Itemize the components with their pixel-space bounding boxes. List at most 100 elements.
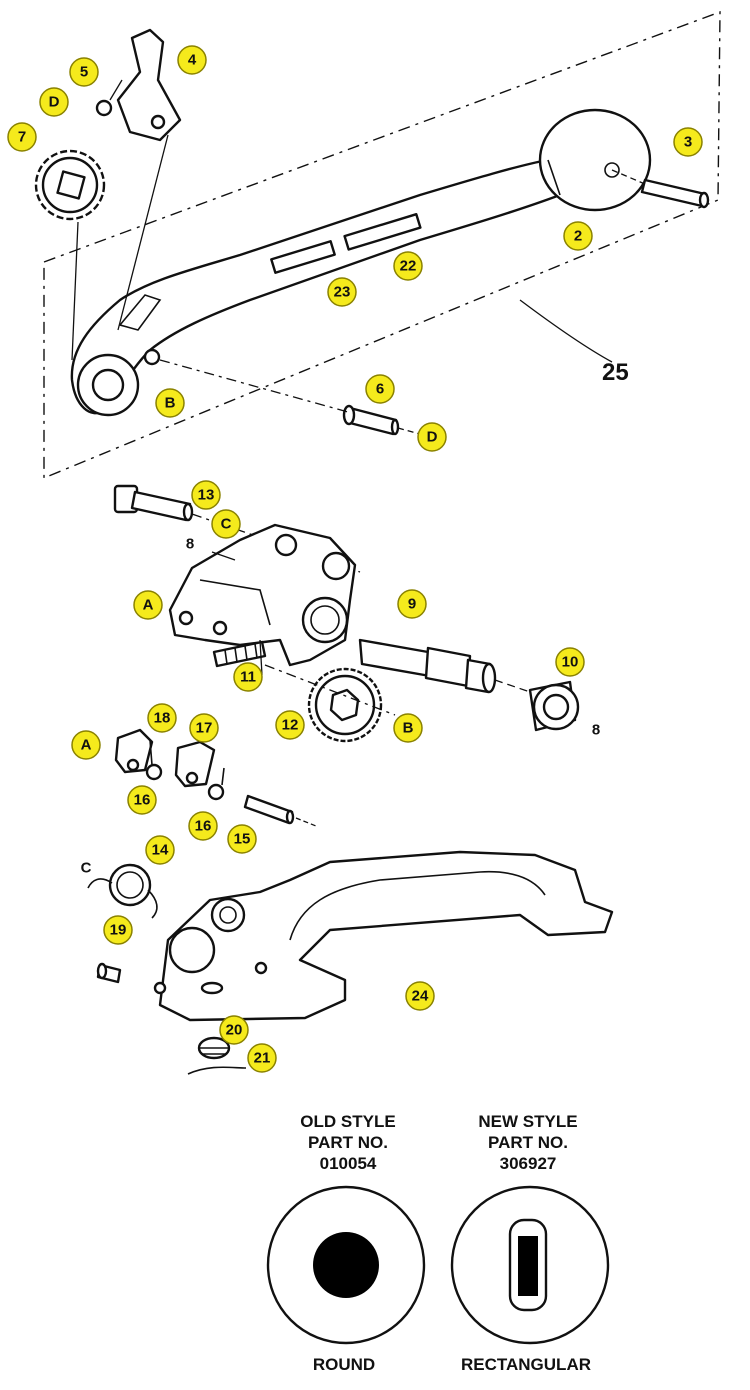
callout-15: 15 — [227, 824, 257, 854]
svg-text:7: 7 — [18, 129, 26, 146]
callout-23: 23 — [327, 277, 357, 307]
pin-5 — [95, 79, 123, 117]
callout-d-top: D — [39, 87, 69, 117]
callout-18: 18 — [147, 703, 177, 733]
plain-refs: 8 8 C — [81, 536, 601, 877]
callout-24: 24 — [405, 981, 435, 1011]
spring-14 — [87, 863, 158, 919]
round-hole-icon — [313, 1232, 379, 1298]
callout-22: 22 — [393, 251, 423, 281]
pawl-4 — [116, 28, 182, 331]
new-style-column: NEW STYLE PART NO. 306927 RECTANGULAR — [450, 1112, 610, 1374]
callout-d-mid: D — [417, 422, 447, 452]
svg-text:24: 24 — [412, 988, 429, 1005]
svg-text:9: 9 — [408, 596, 416, 613]
nut-20 — [197, 1036, 231, 1060]
svg-text:B: B — [165, 395, 176, 412]
knob-12 — [259, 639, 396, 743]
svg-text:23: 23 — [334, 284, 351, 301]
callout-7: 7 — [7, 122, 37, 152]
svg-text:C: C — [221, 516, 232, 533]
svg-text:D: D — [427, 429, 438, 446]
new-style-part-no: 306927 — [500, 1154, 557, 1173]
new-style-shape-label: RECTANGULAR — [461, 1355, 591, 1374]
svg-text:18: 18 — [154, 710, 171, 727]
handle-lever — [70, 108, 652, 417]
callout-16b: 16 — [188, 811, 218, 841]
callout-5: 5 — [69, 57, 99, 87]
old-style-shape-label: ROUND — [313, 1355, 375, 1374]
callout-6: 6 — [365, 374, 395, 404]
svg-text:3: 3 — [684, 134, 692, 151]
callout-9: 9 — [397, 589, 427, 619]
svg-text:17: 17 — [196, 720, 213, 737]
callout-a-mid: A — [133, 590, 163, 620]
new-style-line1: NEW STYLE — [478, 1112, 577, 1131]
housing-8 — [168, 523, 357, 667]
spring-16b — [207, 767, 225, 801]
ref-8-housing: 8 — [186, 536, 194, 553]
callout-21: 21 — [247, 1043, 277, 1073]
svg-text:11: 11 — [240, 669, 256, 686]
svg-text:13: 13 — [198, 487, 215, 504]
svg-text:21: 21 — [254, 1050, 271, 1067]
pawl-18 — [114, 728, 154, 774]
svg-text:22: 22 — [400, 258, 417, 275]
svg-text:2: 2 — [574, 228, 582, 245]
old-style-line1: OLD STYLE — [300, 1112, 395, 1131]
old-style-part-no: 010054 — [320, 1154, 377, 1173]
callout-10: 10 — [555, 647, 585, 677]
assembly-25-label: 25 — [602, 359, 629, 386]
ref-8-bushing: 8 — [592, 722, 600, 739]
svg-text:B: B — [403, 720, 414, 737]
bushing-10 — [528, 680, 580, 732]
svg-text:10: 10 — [562, 654, 579, 671]
svg-text:5: 5 — [80, 64, 88, 81]
callout-13: 13 — [191, 480, 221, 510]
svg-text:14: 14 — [152, 842, 169, 859]
callout-c: C — [211, 509, 241, 539]
callout-20: 20 — [219, 1015, 249, 1045]
new-style-line2: PART NO. — [488, 1133, 568, 1152]
svg-text:16: 16 — [134, 792, 151, 809]
base-24 — [153, 850, 614, 1022]
callout-14: 14 — [145, 835, 175, 865]
style-legend: OLD STYLE PART NO. 010054 ROUND NEW STYL… — [266, 1112, 610, 1374]
svg-text:15: 15 — [234, 831, 251, 848]
callouts: 5 4 D 7 3 2 22 23 B 6 D 13 C A 9 11 10 1… — [7, 45, 703, 1073]
old-style-line2: PART NO. — [308, 1133, 388, 1152]
pin-3 — [611, 169, 710, 209]
callout-b-mid: B — [393, 713, 423, 743]
callout-a-lower: A — [71, 730, 101, 760]
callout-16a: 16 — [127, 785, 157, 815]
callout-17: 17 — [189, 713, 219, 743]
callout-b-top: B — [155, 388, 185, 418]
old-style-column: OLD STYLE PART NO. 010054 ROUND — [266, 1112, 426, 1374]
spring-16a — [145, 739, 163, 781]
callout-2: 2 — [563, 221, 593, 251]
pawl-17 — [174, 740, 216, 788]
svg-text:20: 20 — [226, 1022, 243, 1039]
callout-3: 3 — [673, 127, 703, 157]
pin-19 — [96, 962, 122, 984]
svg-text:16: 16 — [195, 818, 212, 835]
washer-21 — [187, 1066, 247, 1075]
gear-7 — [34, 149, 106, 361]
callout-19: 19 — [103, 915, 133, 945]
ref-c-spring: C — [81, 860, 92, 877]
svg-text:19: 19 — [110, 922, 127, 939]
rectangular-hole-icon — [518, 1236, 538, 1296]
svg-text:6: 6 — [376, 381, 384, 398]
svg-text:D: D — [49, 94, 60, 111]
callout-11: 11 — [233, 662, 263, 692]
screw-11 — [212, 640, 267, 668]
svg-text:A: A — [143, 597, 154, 614]
svg-text:12: 12 — [282, 717, 299, 734]
callout-4: 4 — [177, 45, 207, 75]
svg-text:A: A — [81, 737, 92, 754]
shaft-9 — [358, 638, 531, 694]
svg-text:4: 4 — [188, 52, 197, 69]
callout-12: 12 — [275, 710, 305, 740]
pin-6 — [159, 359, 421, 436]
